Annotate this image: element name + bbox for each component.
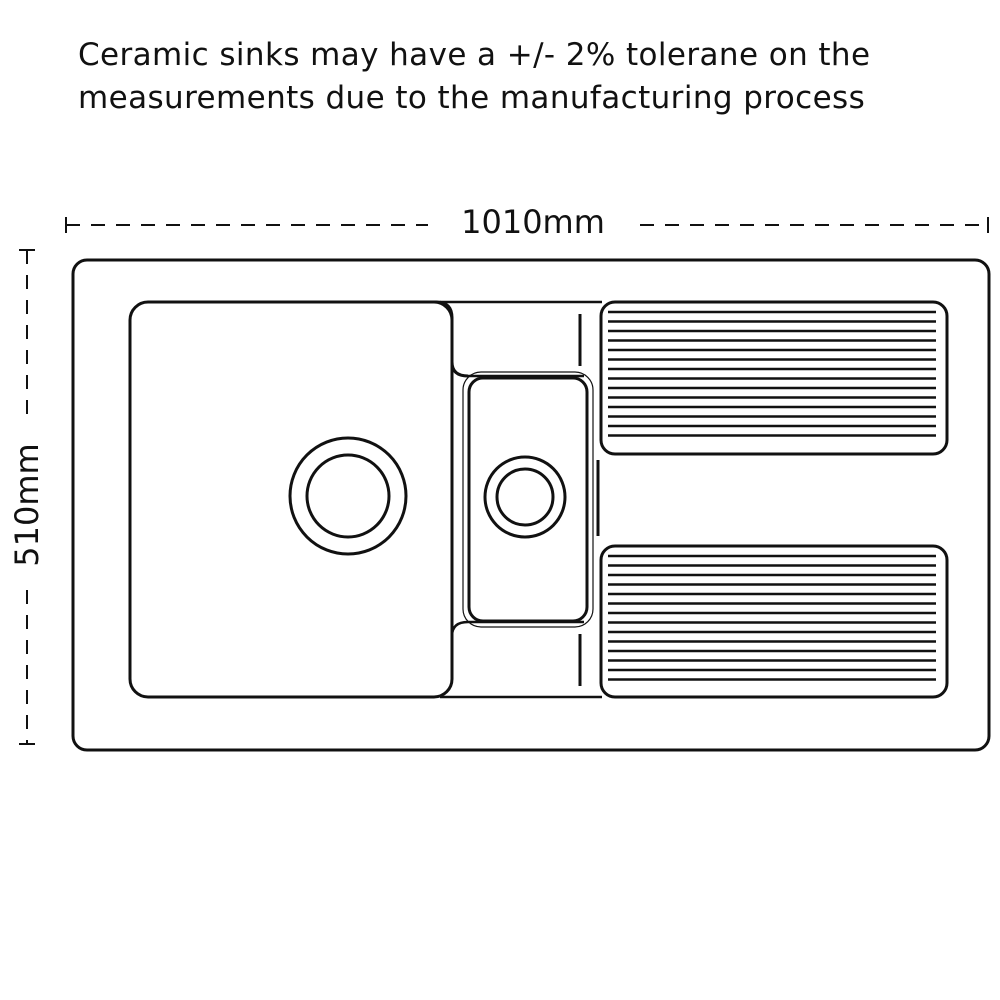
half-bowl	[467, 376, 589, 623]
half-bowl-waste-inner-ring	[495, 467, 555, 527]
drainer-lower	[599, 544, 949, 699]
width-dimension	[65, 217, 989, 233]
width-label: 1010mm	[461, 203, 605, 241]
main-bowl-upper-notch	[450, 361, 584, 378]
half-bowl-waste-outer-ring	[483, 455, 567, 539]
sink-outer-outline	[71, 258, 991, 752]
main-waste-inner-ring	[305, 453, 391, 539]
tolerance-note-line-1: Ceramic sinks may have a +/- 2% tolerane…	[78, 37, 871, 73]
tolerance-note-line-2: measurements due to the manufacturing pr…	[78, 80, 866, 116]
drainer-lower-grooves	[608, 554, 936, 681]
main-bowl-top-edge	[148, 300, 469, 378]
tolerance-note: Ceramic sinks may have a +/- 2% tolerane…	[78, 34, 978, 120]
drainer-divider	[578, 314, 600, 686]
height-dimension	[19, 249, 35, 745]
drainer-upper-grooves	[608, 310, 936, 437]
height-label: 510mm	[8, 443, 46, 566]
drainer-upper	[599, 300, 949, 456]
main-bowl	[128, 300, 454, 699]
half-bowl-rim	[462, 371, 594, 628]
main-waste-outer-ring	[288, 436, 408, 556]
